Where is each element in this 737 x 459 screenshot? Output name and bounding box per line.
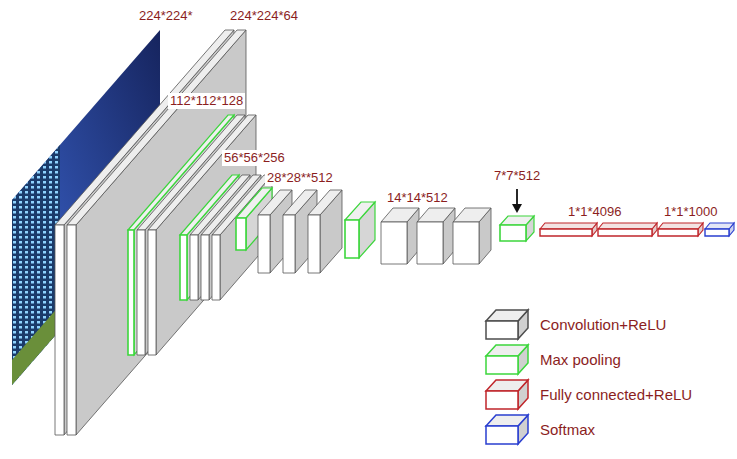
legend-label: Convolution+ReLU (540, 316, 666, 334)
legend-swatch (484, 308, 532, 342)
fully-connected-layer (658, 223, 703, 236)
pointer-arrow-face (512, 204, 522, 213)
pointer-arrow (512, 189, 522, 213)
conv-layer-face (190, 235, 198, 300)
conv-layer-face (308, 190, 342, 215)
dimension-label: 1*1*4096 (566, 204, 624, 220)
pointer-arrow-face (516, 189, 518, 206)
legend-cube-face (486, 380, 528, 391)
dimension-label: 56*56*256 (222, 150, 287, 166)
legend-cube-face (486, 356, 518, 374)
fully-connected-layer-face (540, 229, 592, 236)
conv-layer-face (137, 230, 145, 355)
dimension-label: 224*224* (137, 8, 195, 24)
pooling-layer-face (500, 225, 526, 241)
dimension-label: 112*112*128 (168, 93, 245, 109)
fully-connected-layer (598, 223, 657, 236)
legend-swatch (484, 413, 532, 447)
fully-connected-layer-face (598, 229, 652, 236)
legend-cube-face (486, 415, 528, 426)
legend-cube-face (486, 310, 528, 321)
conv-layer-face (381, 222, 407, 264)
conv-layer-face (381, 208, 419, 222)
fully-connected-layer-face (658, 223, 703, 229)
dimension-label: 1*1*1000 (662, 204, 720, 220)
conv-layer-face (258, 215, 270, 273)
conv-layer-face (283, 215, 295, 273)
conv-layer-face (212, 235, 220, 300)
fully-connected-layer-face (598, 223, 657, 229)
legend-cube-face (486, 391, 518, 409)
conv-layer-face (55, 225, 64, 435)
pooling-layer-face (500, 216, 534, 225)
legend-swatch (484, 343, 532, 377)
softmax-layer-face (705, 223, 734, 229)
conv-layer-face (417, 222, 443, 264)
conv-layer-face (67, 225, 76, 435)
input-image-face (12, 305, 60, 385)
fully-connected-layer (540, 223, 597, 236)
conv-layer (417, 208, 455, 264)
input-image-face (12, 145, 60, 385)
legend-label: Fully connected+ReLU (540, 386, 692, 404)
conv-layer-face (148, 230, 156, 355)
legend-cube-face (486, 321, 518, 339)
dimension-label: 28*28**512 (265, 170, 335, 186)
pooling-layer-face (180, 235, 187, 300)
pooling-layer (345, 202, 375, 258)
conv-layer-face (417, 208, 455, 222)
conv-layer-face (308, 215, 320, 273)
pooling-layer (500, 216, 534, 241)
legend-label: Softmax (540, 421, 595, 439)
pooling-layer-face (345, 202, 375, 220)
conv-layer-face (453, 208, 491, 222)
pooling-layer-face (128, 230, 134, 355)
conv-layer (308, 190, 342, 273)
conv-layer (381, 208, 419, 264)
conv-layer-face (201, 235, 209, 300)
legend-cube-face (486, 345, 528, 356)
pooling-layer-face (236, 218, 246, 250)
fully-connected-layer-face (658, 229, 698, 236)
dimension-label: 7*7*512 (492, 168, 542, 184)
fully-connected-layer-face (540, 223, 597, 229)
pooling-layer-face (345, 220, 359, 258)
legend-label: Max pooling (540, 351, 621, 369)
conv-layer-face (453, 222, 479, 264)
dimension-label: 224*224*64 (228, 8, 300, 24)
legend-swatch (484, 378, 532, 412)
softmax-layer (705, 223, 734, 236)
conv-layer (212, 175, 272, 300)
dimension-label: 14*14*512 (385, 190, 450, 206)
conv-layer (453, 208, 491, 264)
conv-layer-face (220, 175, 272, 300)
legend-cube-face (486, 426, 518, 444)
softmax-layer-face (705, 229, 729, 236)
